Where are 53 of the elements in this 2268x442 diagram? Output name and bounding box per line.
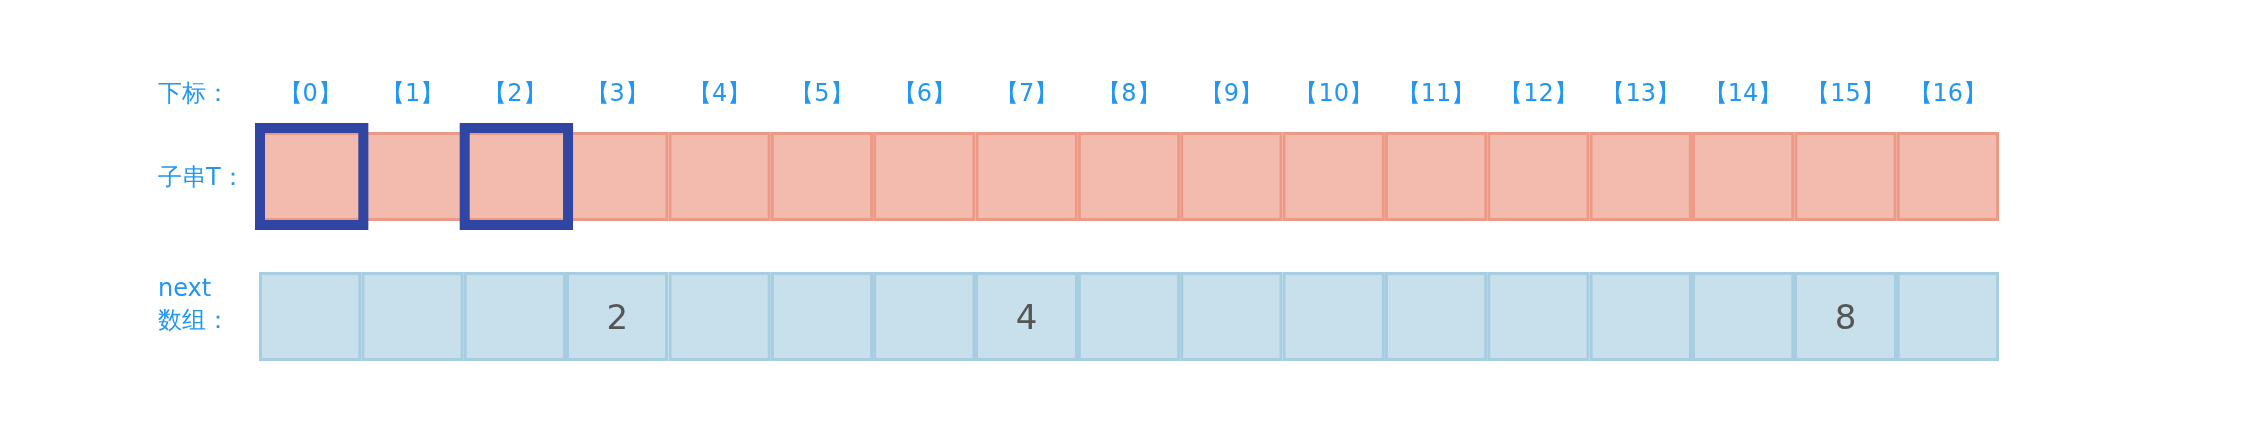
- string-cell: [770, 132, 874, 221]
- array-cell: [668, 272, 771, 361]
- string-cell: [1794, 132, 1897, 221]
- index-label: 【15】: [1806, 78, 1885, 108]
- index-label: 【14】: [1703, 78, 1783, 108]
- index-label: 【8】: [1097, 78, 1161, 108]
- row-label: next 数组：: [158, 273, 231, 336]
- row-label: 下标：: [158, 78, 230, 108]
- string-cell: [1077, 132, 1181, 221]
- cell-value: 2: [606, 296, 629, 337]
- index-label: 【1】: [380, 78, 445, 108]
- index-label: 【0】: [278, 78, 342, 108]
- cell-value: 4: [1015, 296, 1038, 337]
- index-label: 【11】: [1396, 78, 1476, 108]
- array-cell: [1282, 272, 1385, 361]
- index-label: 【2】: [483, 78, 547, 108]
- index-label: 【5】: [790, 78, 854, 108]
- array-cell: [873, 272, 976, 361]
- array-cell: [566, 272, 669, 361]
- string-cell: [1180, 132, 1283, 221]
- array-cell: [1384, 272, 1488, 361]
- index-label: 【7】: [995, 78, 1059, 108]
- index-label: 【12】: [1499, 78, 1578, 108]
- array-cell: [1691, 272, 1795, 361]
- index-label: 【4】: [687, 78, 752, 108]
- array-cell: [1589, 272, 1692, 361]
- string-cell: [1589, 132, 1692, 221]
- array-cell: [1896, 272, 1999, 361]
- array-cell: [770, 272, 874, 361]
- array-cell: [1180, 272, 1283, 361]
- cell-value: 8: [1834, 296, 1857, 337]
- string-cell: [1691, 132, 1795, 221]
- index-label: 【10】: [1294, 78, 1373, 108]
- array-cell: [1487, 272, 1590, 361]
- index-label: 【3】: [585, 78, 649, 108]
- string-cell: [1282, 132, 1385, 221]
- array-cell: [259, 272, 362, 361]
- string-cell: [1896, 132, 1999, 221]
- array-cell: [1077, 272, 1181, 361]
- row-label: 子串T：: [158, 162, 245, 192]
- array-cell: [1794, 272, 1897, 361]
- string-cell: [873, 132, 976, 221]
- string-cell: [975, 132, 1078, 221]
- string-cell: [1384, 132, 1488, 221]
- index-label: 【16】: [1908, 78, 1988, 108]
- index-label: 【9】: [1199, 78, 1263, 108]
- array-cell: [361, 272, 464, 361]
- index-label: 【6】: [892, 78, 956, 108]
- index-label: 【13】: [1601, 78, 1680, 108]
- array-cell: [463, 272, 567, 361]
- string-cell: [668, 132, 771, 221]
- string-cell: [1487, 132, 1590, 221]
- array-cell: [975, 272, 1078, 361]
